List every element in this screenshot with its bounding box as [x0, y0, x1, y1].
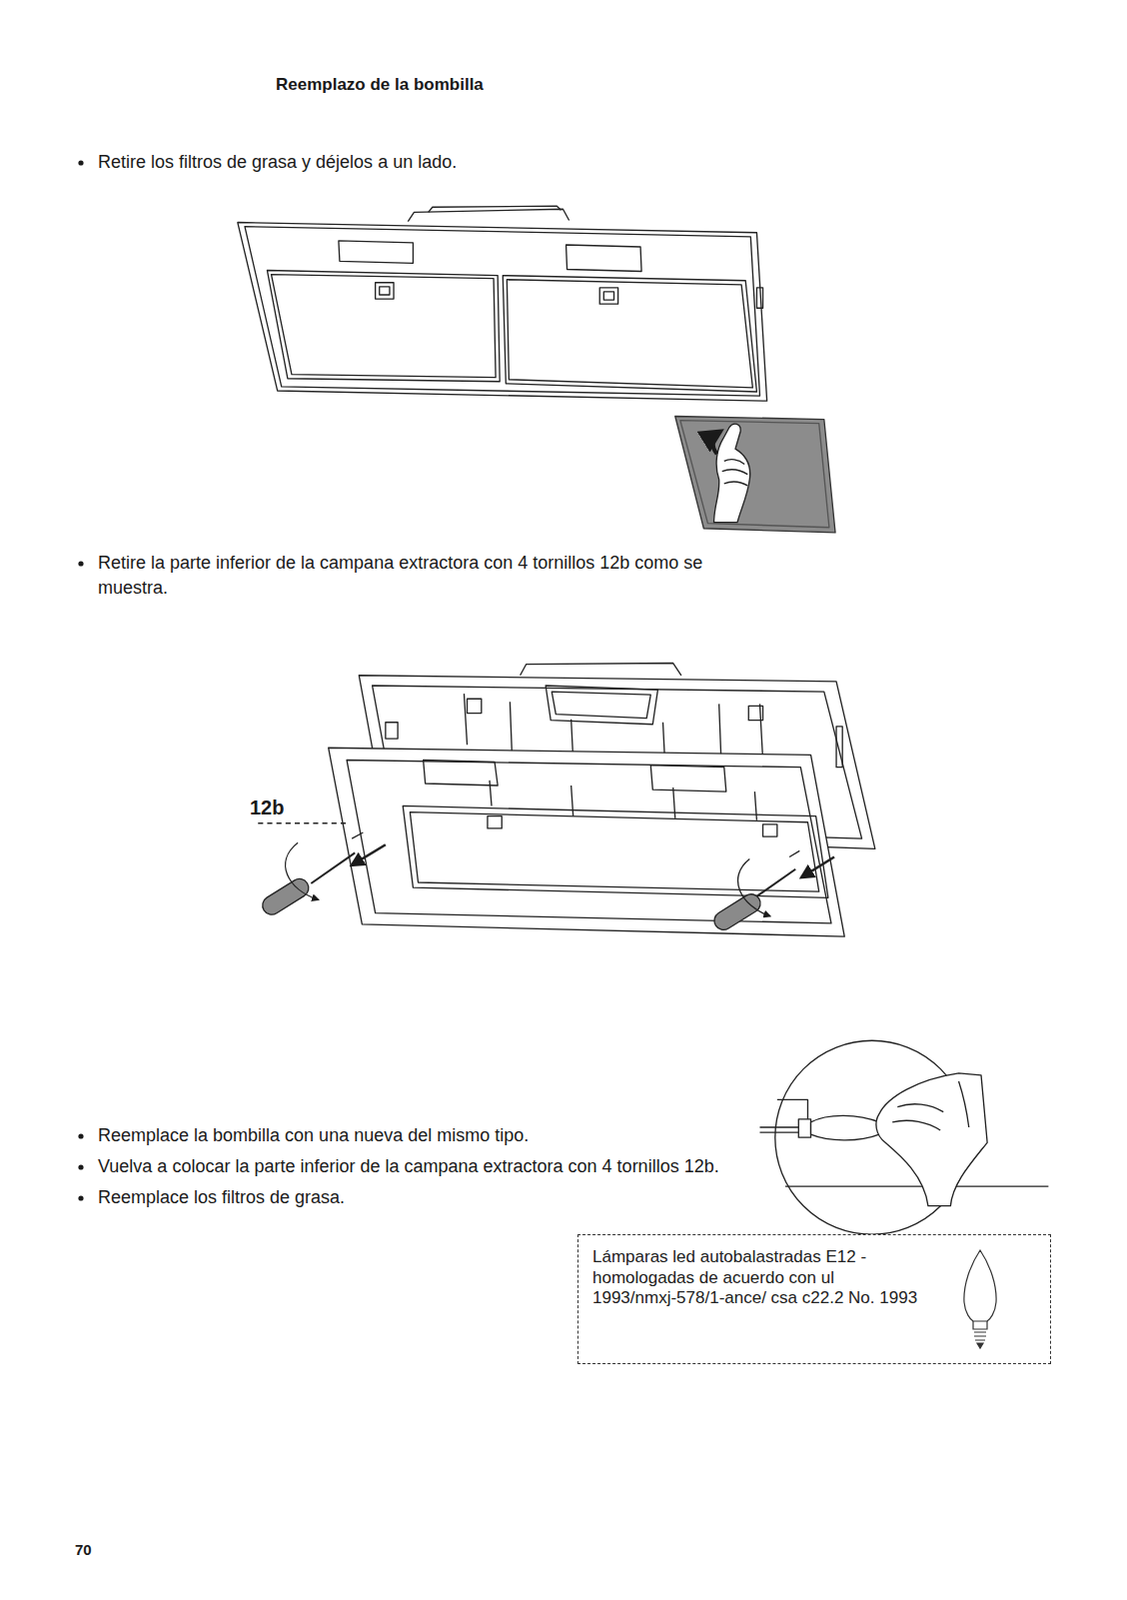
bullet-dot: [77, 1132, 83, 1138]
bullet-dot: [77, 560, 83, 566]
instruction-step: Reemplace los filtros de grasa.: [97, 1186, 345, 1207]
instruction-step: Reemplace la bombilla con una nueva del …: [97, 1125, 529, 1145]
page-number: 70: [74, 1540, 92, 1558]
hood-figure: [237, 205, 768, 401]
hood-open-figure: [257, 663, 876, 938]
bullet-item: Reemplace la bombilla con una nueva del …: [97, 1123, 748, 1148]
bullet-dot: [76, 559, 85, 568]
bulb-icon: [958, 1246, 1003, 1351]
bullet-item: Vuelva a colocar la parte inferior de la…: [97, 1153, 748, 1179]
bullet-dot: [76, 1131, 85, 1140]
bullet-dot: [77, 1195, 83, 1201]
note-text: Lámparas led autobalastradas E12 - homol…: [592, 1246, 923, 1309]
removed-filter: [675, 415, 836, 532]
section-title: Reemplazo de la bombilla: [275, 72, 484, 97]
instruction-step: Vuelva a colocar la parte inferior de la…: [97, 1155, 720, 1176]
instruction-step: Retire los filtros de grasa y déjelos a …: [97, 151, 457, 172]
instruction-step: Retire la parte inferior de la campana e…: [97, 552, 703, 598]
bullet-dot: [77, 159, 83, 165]
note-box: Lámparas led autobalastradas E12 - homol…: [577, 1233, 1052, 1364]
bullet-dot: [77, 1164, 83, 1170]
bullet-item: Retire la parte inferior de la campana e…: [97, 550, 738, 601]
callout-number: 12b: [249, 796, 284, 819]
bullet-dot: [76, 1193, 85, 1202]
page-number: 70: [74, 1538, 92, 1560]
bullet-dot: [76, 158, 85, 167]
bullet-item: Retire los filtros de grasa y déjelos a …: [97, 149, 798, 175]
bullet-dot: [76, 1162, 85, 1171]
bullet-item: Reemplace los filtros de grasa.: [97, 1184, 748, 1210]
callout-number: 12b: [249, 793, 284, 822]
bulb-detail: [759, 1040, 1049, 1234]
